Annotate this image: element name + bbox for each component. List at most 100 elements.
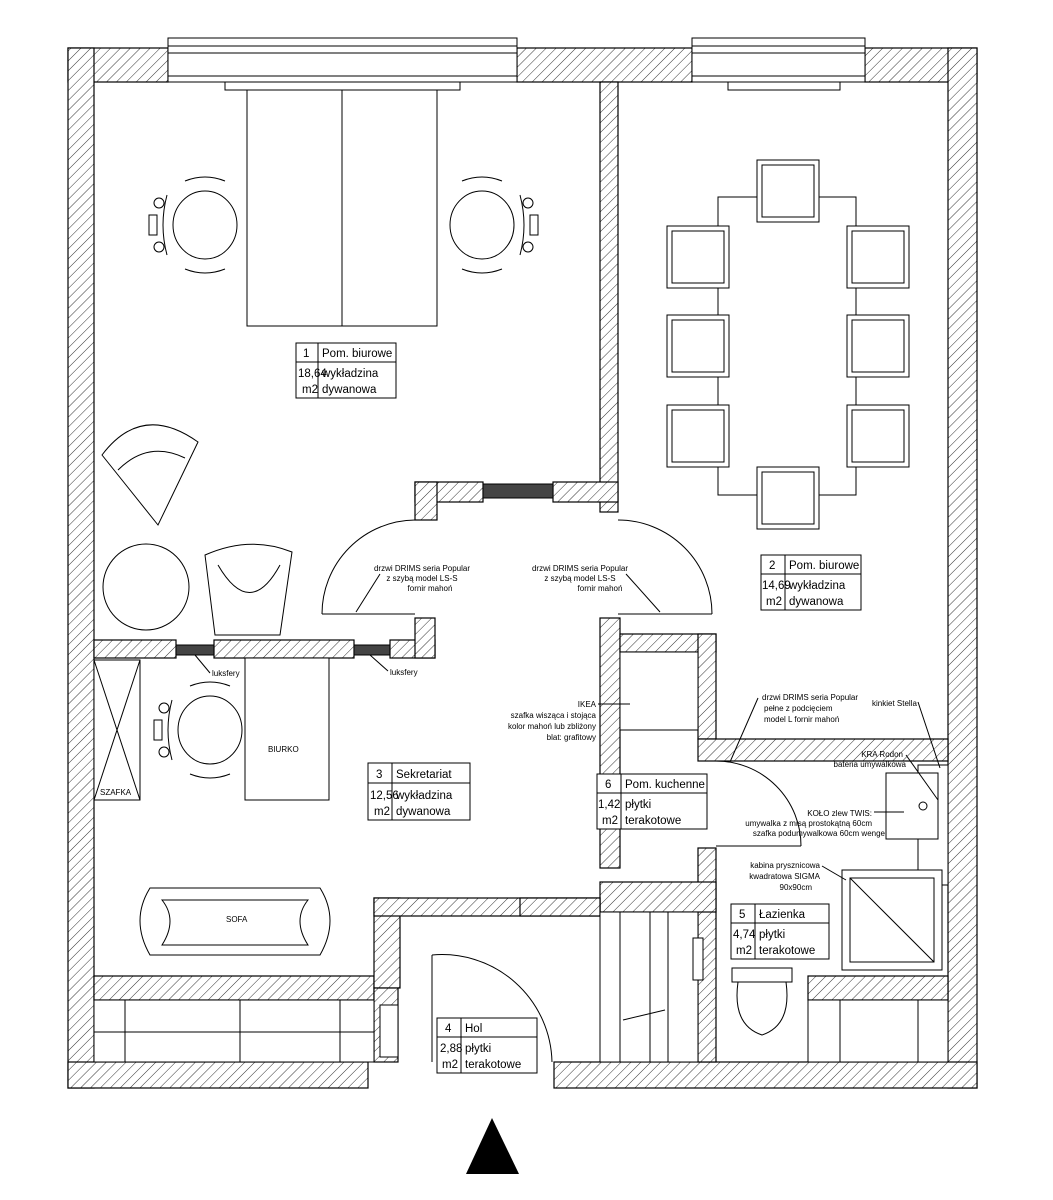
annotation-line: luksfery xyxy=(390,668,418,677)
room-name: Pom. biurowe xyxy=(322,348,392,360)
room-label-2: 2 Pom. biurowe 14,69 m2 wykładzina dywan… xyxy=(760,554,862,611)
room-number: 1 xyxy=(303,348,309,360)
conference-chair xyxy=(846,314,910,378)
annotation-line: z szybą model LS-S xyxy=(386,574,457,583)
room-finish: dywanowa xyxy=(789,596,844,608)
room-number: 2 xyxy=(769,560,775,572)
room-finish: wykładzina xyxy=(788,580,846,592)
annotation-line: kinkiet Stella xyxy=(872,699,917,708)
room-unit: m2 xyxy=(302,384,318,396)
annotation-line: kabina prysznicowa xyxy=(750,861,820,870)
room-number: 4 xyxy=(445,1023,452,1035)
radiator xyxy=(692,937,704,981)
room-unit: m2 xyxy=(374,806,390,818)
sofa-label: SOFA xyxy=(226,915,248,924)
room-finish: płytki xyxy=(465,1043,491,1055)
round-table xyxy=(102,543,190,631)
conference-chair xyxy=(666,225,730,289)
toilet xyxy=(731,967,793,1036)
annotation-glass-blocks-right: luksfery xyxy=(369,654,418,677)
room-unit: m2 xyxy=(766,596,782,608)
cabinet xyxy=(93,659,141,801)
room-label-3: 3 Sekretariat 12,56 m2 wykładzina dywano… xyxy=(367,762,471,821)
room-label-1: 1 Pom. biurowe 18,64 m2 wykładzina dywan… xyxy=(295,342,397,399)
annotation-line: umywalka z misą prostokątną 60cm xyxy=(745,819,872,828)
annotation-line: model L fornir mahoń xyxy=(764,715,839,724)
office-chair-secretariat xyxy=(153,681,243,779)
window-right xyxy=(691,37,866,91)
annotation-line: drzwi DRIMS seria Popular xyxy=(374,564,470,573)
room-finish: wykładzina xyxy=(321,368,379,380)
room-finish: dywanowa xyxy=(396,806,451,818)
room-number: 3 xyxy=(376,769,382,781)
annotation-line: bateria umywalkowa xyxy=(834,760,907,769)
annotation-door-bath: drzwi DRIMS seria Popular pełne z podcię… xyxy=(729,693,858,763)
bathroom-door xyxy=(715,760,802,847)
annotation-line: 90x90cm xyxy=(780,883,813,892)
annotation-line: pełne z podcięciem xyxy=(764,704,833,713)
room-finish: wykładzina xyxy=(395,790,453,802)
room-unit: m2 xyxy=(442,1059,458,1071)
conference-chair xyxy=(756,159,820,223)
annotation-door-left: drzwi DRIMS seria Popular z szybą model … xyxy=(355,564,470,613)
room-area: 14,69 xyxy=(762,580,791,592)
door-swing-right xyxy=(617,519,713,615)
annotation-line: drzwi DRIMS seria Popular xyxy=(532,564,628,573)
annotation-line: szafka wisząca i stojąca xyxy=(511,711,597,720)
room-finish: terakotowe xyxy=(759,945,815,957)
room-finish: dywanowa xyxy=(322,384,377,396)
door-swing-left xyxy=(321,519,416,615)
room-area: 2,88 xyxy=(440,1043,462,1055)
armchair-corner xyxy=(101,424,199,526)
conference-chair xyxy=(846,225,910,289)
annotation-line: luksfery xyxy=(212,669,240,678)
room-area: 12,56 xyxy=(370,790,399,802)
conference-table xyxy=(717,196,857,496)
room-finish: płytki xyxy=(625,799,651,811)
annotation-line: fornir mahoń xyxy=(408,584,453,593)
annotation-line: kwadratowa SIGMA xyxy=(749,872,820,881)
annotation-line: KOŁO zlew TWIS: xyxy=(807,809,872,818)
north-arrow-icon xyxy=(466,1118,519,1174)
room-area: 4,74 xyxy=(733,929,756,941)
room-name: Łazienka xyxy=(759,909,806,921)
annotation-door-right: drzwi DRIMS seria Popular z szybą model … xyxy=(532,564,661,613)
room-label-6: 6 Pom. kuchenne 1,42 m2 płytki terakotow… xyxy=(596,773,708,830)
annotation-line: fornir mahoń xyxy=(578,584,623,593)
annotation-line: szafka podumywalkowa 60cm wenge xyxy=(753,829,886,838)
shower xyxy=(841,869,943,971)
annotation-line: blat: grafitowy xyxy=(547,733,596,742)
room-name: Pom. kuchenne xyxy=(625,779,705,791)
room-name: Hol xyxy=(465,1023,482,1035)
annotation-sink: KOŁO zlew TWIS: umywalka z misą prostoką… xyxy=(745,809,904,838)
annotation-lamp: kinkiet Stella xyxy=(872,699,941,769)
conference-chair xyxy=(846,404,910,468)
annotation-line: IKEA xyxy=(578,700,597,709)
room-area: 1,42 xyxy=(598,799,620,811)
room-label-4: 4 Hol 2,88 m2 płytki terakotowe xyxy=(436,1017,538,1074)
office-chair-left xyxy=(148,176,238,274)
room-finish: terakotowe xyxy=(625,815,681,827)
annotation-shower: kabina prysznicowa kwadratowa SIGMA 90x9… xyxy=(749,861,847,892)
desk xyxy=(244,657,330,801)
room-label-5: 5 Łazienka 4,74 m2 płytki terakotowe xyxy=(730,903,830,960)
sofa xyxy=(139,887,331,956)
desk-label: BIURKO xyxy=(268,745,299,754)
built-in-cabinets-right xyxy=(807,999,949,1063)
room-number: 5 xyxy=(739,909,745,921)
armchair-center xyxy=(204,543,293,636)
room-name: Pom. biurowe xyxy=(789,560,859,572)
entrance-door xyxy=(379,954,553,1063)
annotation-line: KRA Rodon xyxy=(861,750,903,759)
window-left xyxy=(167,37,518,91)
room-name: Sekretariat xyxy=(396,769,452,781)
annotation-line: drzwi DRIMS seria Popular xyxy=(762,693,858,702)
room-area: 18,64 xyxy=(298,368,327,380)
room-number: 6 xyxy=(605,779,611,791)
room-unit: m2 xyxy=(602,815,618,827)
room-finish: płytki xyxy=(759,929,785,941)
conference-chair xyxy=(756,466,820,530)
sink xyxy=(885,772,939,840)
annotation-line: kolor mahoń lub zbliżony xyxy=(508,722,596,731)
desk-double xyxy=(246,89,438,327)
